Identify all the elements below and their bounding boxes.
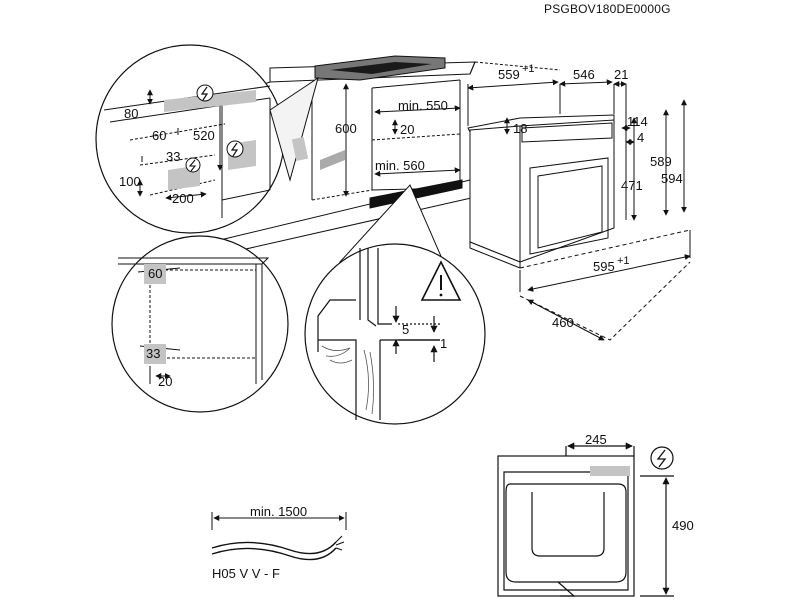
- oven-body: [467, 114, 615, 269]
- dim-oven-depth-460: 460: [552, 315, 574, 330]
- electric-plug-icon: [196, 84, 214, 102]
- dim-top-33: 33: [166, 149, 180, 164]
- dim-back-245: 245: [585, 432, 607, 447]
- detail-circle-left: [111, 235, 289, 413]
- dim-cabinet-gap: 20: [400, 122, 414, 137]
- dim-oven-114: 114: [627, 114, 648, 129]
- dim-oven-471: 471: [621, 178, 643, 193]
- warning-triangle-icon: [420, 260, 462, 301]
- electric-plug-icon: [185, 157, 201, 173]
- oven-dimensions: [467, 79, 691, 341]
- dim-top-80: 80: [124, 106, 138, 121]
- leader-top: [269, 76, 319, 182]
- dim-oven-depth-total-tol: +1: [522, 63, 535, 75]
- dim-cabinet-height: 600: [335, 121, 357, 136]
- dim-top-200: 200: [172, 191, 194, 206]
- dim-top-520: 520: [193, 128, 215, 143]
- dim-oven-depth-total: 559: [498, 67, 520, 82]
- dim-oven-589: 589: [650, 154, 672, 169]
- dim-cabinet-depth-min: min. 550: [398, 98, 448, 113]
- hob-cutout: [314, 55, 446, 81]
- dim-oven-depth-front: 21: [614, 67, 628, 82]
- model-code: PSGBOV180DE0000G: [544, 2, 671, 16]
- electric-plug-icon: [226, 140, 244, 158]
- cable-type: H05 V V - F: [212, 566, 280, 581]
- dim-top-100: 100: [119, 174, 141, 189]
- cabinet-dimensions: [343, 83, 461, 197]
- dim-left-20: 20: [158, 374, 172, 389]
- cable-length: min. 1500: [250, 504, 307, 519]
- cable-illustration: [211, 512, 347, 561]
- dim-mid-1: 1: [440, 336, 447, 351]
- dim-cabinet-width-min: min. 560: [375, 158, 425, 173]
- detail-circle-mid: [304, 243, 486, 425]
- dim-oven-594: 594: [661, 171, 683, 186]
- dim-top-60: 60: [152, 128, 166, 143]
- dim-mid-5: 5: [402, 322, 409, 337]
- detail-circle-top: [95, 44, 285, 234]
- dim-back-490: 490: [672, 518, 694, 533]
- electric-plug-icon: [650, 446, 674, 470]
- dim-oven-top-offset: 18: [513, 121, 527, 136]
- dim-oven-width-595: 595: [593, 259, 615, 274]
- dim-left-60: 60: [148, 266, 162, 281]
- dim-oven-width-595-tol: +1: [617, 255, 630, 267]
- dim-oven-depth-body: 546: [573, 67, 595, 82]
- dim-left-33: 33: [146, 346, 160, 361]
- oven-back-view: [497, 442, 674, 597]
- dim-oven-4: 4: [637, 130, 644, 145]
